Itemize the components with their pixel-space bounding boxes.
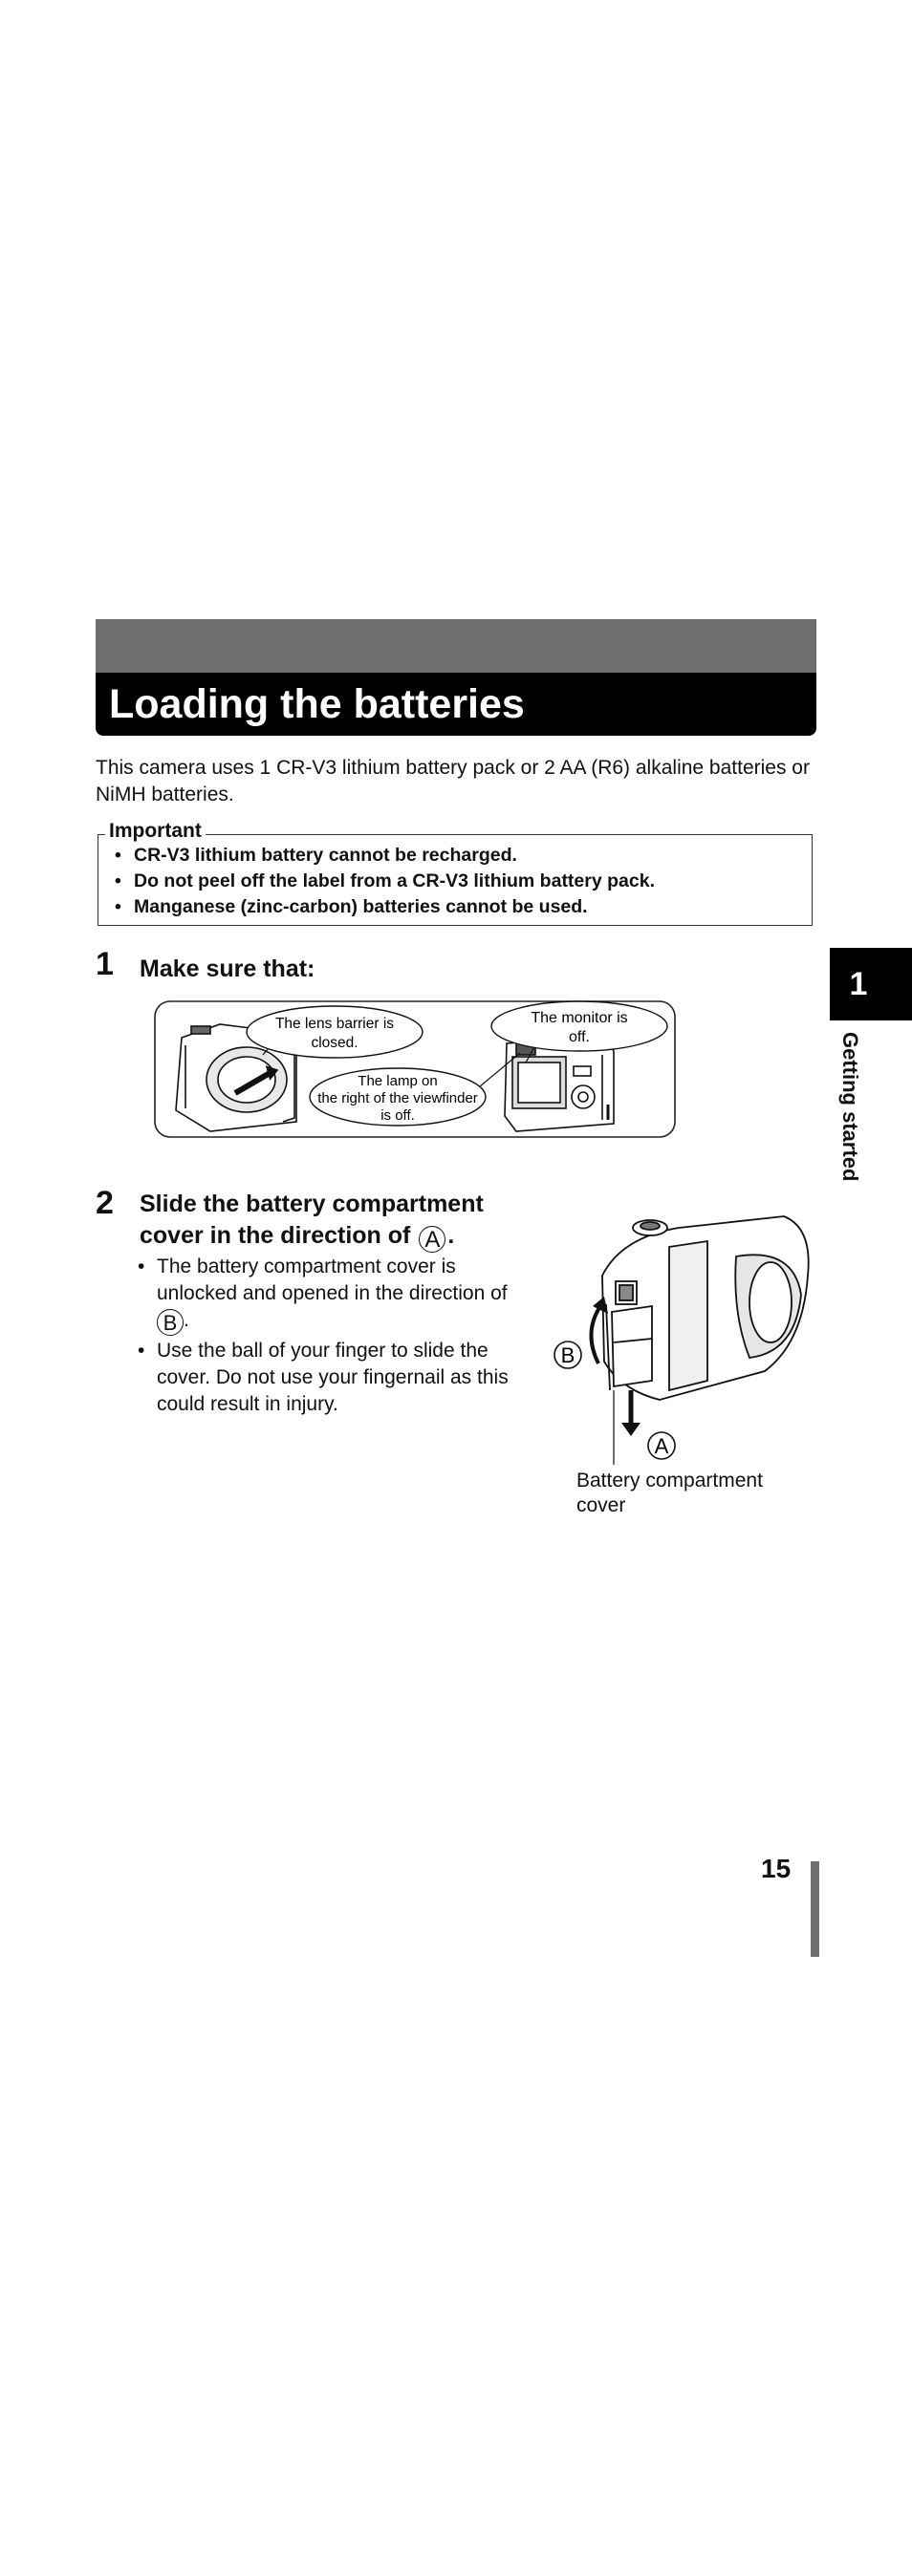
page-number: 15 (761, 1854, 792, 1883)
camera-icon (601, 1215, 810, 1401)
step-2-title-text: Slide the battery compartment cover in t… (140, 1191, 484, 1249)
important-item: Do not peel off the label from a CR-V3 l… (115, 869, 803, 894)
step-1-title: Make sure that: (140, 955, 315, 982)
page-number-bar (811, 1861, 819, 1957)
title-bar-accent (96, 619, 816, 673)
important-box (98, 834, 813, 926)
camera-back-icon (504, 1035, 615, 1132)
important-item: Manganese (zinc-carbon) batteries cannot… (115, 894, 803, 920)
arrow-a-icon (621, 1390, 641, 1436)
step-2-bullets: The battery compartment cover is unlocke… (138, 1254, 537, 1420)
lamp-callout-line-3: is off. (380, 1107, 415, 1124)
marker-a-icon: A (419, 1226, 446, 1253)
figure-label-a: A (655, 1434, 669, 1458)
intro-paragraph: This camera uses 1 CR-V3 lithium battery… (96, 757, 810, 805)
step-1-illustration: The lens barrier is closed. The lamp on … (154, 1000, 676, 1138)
callout-lamp: The lamp on the right of the viewfinder … (309, 1052, 521, 1127)
title-bar (96, 673, 816, 736)
lens-callout-line-1: The lens barrier is (275, 1016, 394, 1032)
figure-caption: Battery compartment cover (576, 1470, 763, 1516)
callout-monitor: The monitor is off. (490, 1000, 668, 1063)
step-2-title-end: . (447, 1222, 455, 1249)
lens-callout-line-2: closed. (311, 1035, 358, 1051)
lamp-callout-line-1: The lamp on (358, 1073, 437, 1089)
step-1-number: 1 (96, 946, 114, 982)
step-2-title: Slide the battery compartment cover in t… (140, 1189, 541, 1253)
callout-lens-barrier: The lens barrier is closed. (246, 1005, 423, 1059)
page-title: Loading the batteries (109, 681, 525, 727)
battery-cover-illustration: B A (554, 1215, 810, 1465)
marker-b-icon: B (157, 1309, 184, 1336)
bullet-1-end: . (184, 1309, 189, 1331)
step-2-bullet-2: Use the ball of your finger to slide the… (138, 1338, 537, 1418)
chapter-number: 1 (849, 966, 868, 1002)
arrow-b-icon (589, 1297, 608, 1364)
step-2-bullet-1: The battery compartment cover is unlocke… (138, 1254, 537, 1336)
chapter-label: Getting started (838, 1032, 862, 1182)
monitor-callout-line-2: off. (569, 1029, 590, 1045)
important-item: CR-V3 lithium battery cannot be recharge… (115, 843, 803, 869)
step-2-number: 2 (96, 1185, 114, 1221)
bullet-1-text: The battery compartment cover is unlocke… (157, 1256, 508, 1304)
important-list: CR-V3 lithium battery cannot be recharge… (115, 843, 803, 920)
chapter-tab (830, 948, 912, 1020)
figure-label-b: B (561, 1343, 575, 1367)
lamp-callout-line-2: the right of the viewfinder (317, 1090, 478, 1106)
monitor-callout-line-1: The monitor is (531, 1010, 627, 1026)
important-label: Important (105, 820, 206, 843)
